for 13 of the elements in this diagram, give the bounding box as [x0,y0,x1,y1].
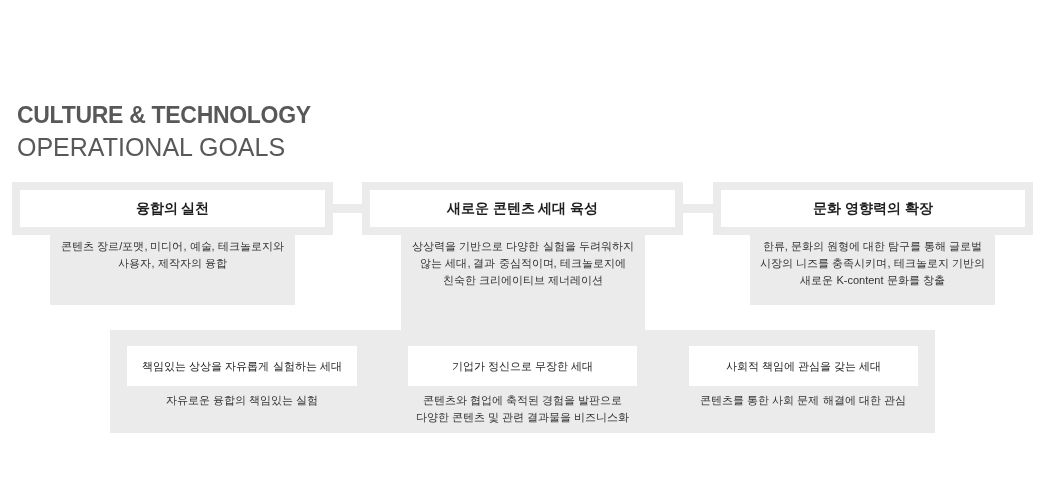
page-title: CULTURE & TECHNOLOGY OPERATIONAL GOALS [17,101,312,163]
label-box: 기업가 정신으로 무장한 세대 [408,346,637,386]
label-box: 사회적 책임에 관심을 갖는 세대 [689,346,918,386]
description-text: 콘텐츠를 통한 사회 문제 해결에 대한 관심 [699,393,907,408]
description-panel: 콘텐츠 장르/포맷, 미디어, 예술, 테크놀로지와 사용자, 제작자의 융합 [50,234,295,305]
description-panel: 상상력을 기반으로 다양한 실험을 두려워하지 않는 세대, 결과 중심적이며, 테크놀로지에 친숙한 크리에이티브 제너레이션 [401,234,645,330]
heading-box: 문화 영향력의 확장 [713,182,1033,235]
label-box: 책임있는 상상을 자유롭게 실험하는 세대 [127,346,357,386]
heading-box: 새로운 콘텐츠 세대 육성 [362,182,683,235]
description-text: 콘텐츠와 협업에 축적된 경험을 발판으로 다양한 콘텐츠 및 관련 결과물을 비즈니스화 [414,393,631,425]
description-text: 자유로운 융합의 책임있는 실험 [164,393,320,408]
description-panel: 한류, 문화의 원형에 대한 탐구를 통해 글로벌 시장의 니즈를 충족시키며, 테크놀로지 기반의 새로운 K-content 문화를 창출 [750,234,995,305]
heading-box: 융합의 실천 [12,182,333,235]
